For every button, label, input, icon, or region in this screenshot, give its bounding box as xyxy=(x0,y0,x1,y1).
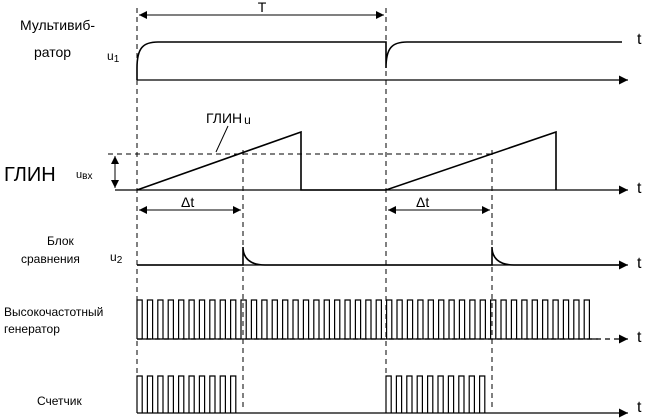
oscillator-axis-t: t xyxy=(637,329,642,346)
comparator-waveform xyxy=(137,246,622,266)
glin-signal-label: uвх xyxy=(76,169,92,182)
glin-label: ГЛИН xyxy=(4,164,56,186)
multivibrator-label-line1: Мультивиб- xyxy=(20,17,95,33)
comparator-label-line1: Блок xyxy=(47,234,75,248)
comparator-channel: Блок сравнения u2 t xyxy=(21,234,642,272)
oscillator-waveform xyxy=(136,299,598,340)
comparator-axis-t: t xyxy=(637,255,642,272)
glin-curve-pointer xyxy=(215,125,229,153)
multivibrator-axis-t: t xyxy=(637,31,642,48)
counter-burst-1 xyxy=(136,375,237,413)
multivibrator-channel: Мультивиб- ратор u1 t xyxy=(20,17,642,85)
delta-label-2: Δt xyxy=(416,194,429,210)
guide-lines xyxy=(108,8,493,408)
counter-channel: Счетчик t xyxy=(37,375,642,418)
glin-axis-t: t xyxy=(637,180,642,197)
multivibrator-waveform xyxy=(136,41,622,80)
multivibrator-signal-label: u1 xyxy=(107,49,120,65)
counter-burst-2 xyxy=(385,375,486,413)
delta-annotations: Δt Δt xyxy=(139,194,490,214)
delta-label-1: Δt xyxy=(181,194,194,210)
period-label: T xyxy=(258,0,267,15)
comparator-label-line2: сравнения xyxy=(21,252,80,266)
multivibrator-label-line2: ратор xyxy=(34,44,71,60)
oscillator-channel: Высокочастотный генератор t xyxy=(4,299,642,346)
counter-label: Счетчик xyxy=(37,394,83,408)
period-annotation: T xyxy=(139,0,384,19)
oscillator-label-line1: Высокочастотный xyxy=(4,305,103,319)
comparator-signal-label: u2 xyxy=(110,250,123,266)
glin-waveform xyxy=(136,130,557,191)
counter-axis-t: t xyxy=(637,399,642,416)
oscillator-label-line2: генератор xyxy=(4,322,60,336)
